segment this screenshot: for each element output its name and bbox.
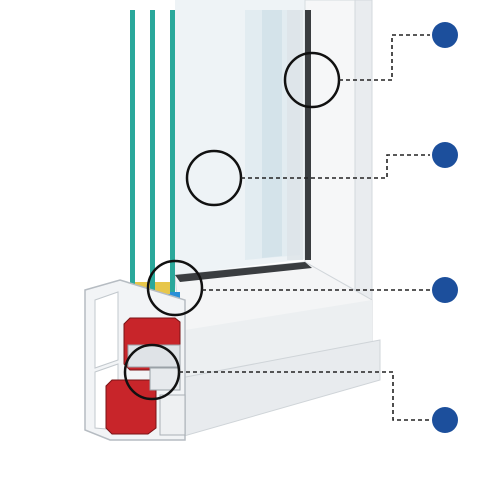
glass-panes (130, 10, 175, 292)
circle-marker-icon (432, 22, 458, 48)
window-frame (169, 0, 381, 441)
callout-markers (432, 22, 458, 433)
circle-marker-icon (432, 277, 458, 303)
circle-marker-icon (432, 142, 458, 168)
ring-spacer (146, 259, 204, 317)
leader-profile-chamber (179, 371, 430, 421)
glass-pane-3 (170, 10, 175, 292)
glass-pane-2 (150, 10, 155, 292)
glass-pane-1 (130, 10, 135, 292)
leader-glass (241, 154, 430, 179)
circle-marker-icon (432, 407, 458, 433)
leader-lines (179, 34, 430, 421)
pvc-profile-section (84, 279, 186, 441)
